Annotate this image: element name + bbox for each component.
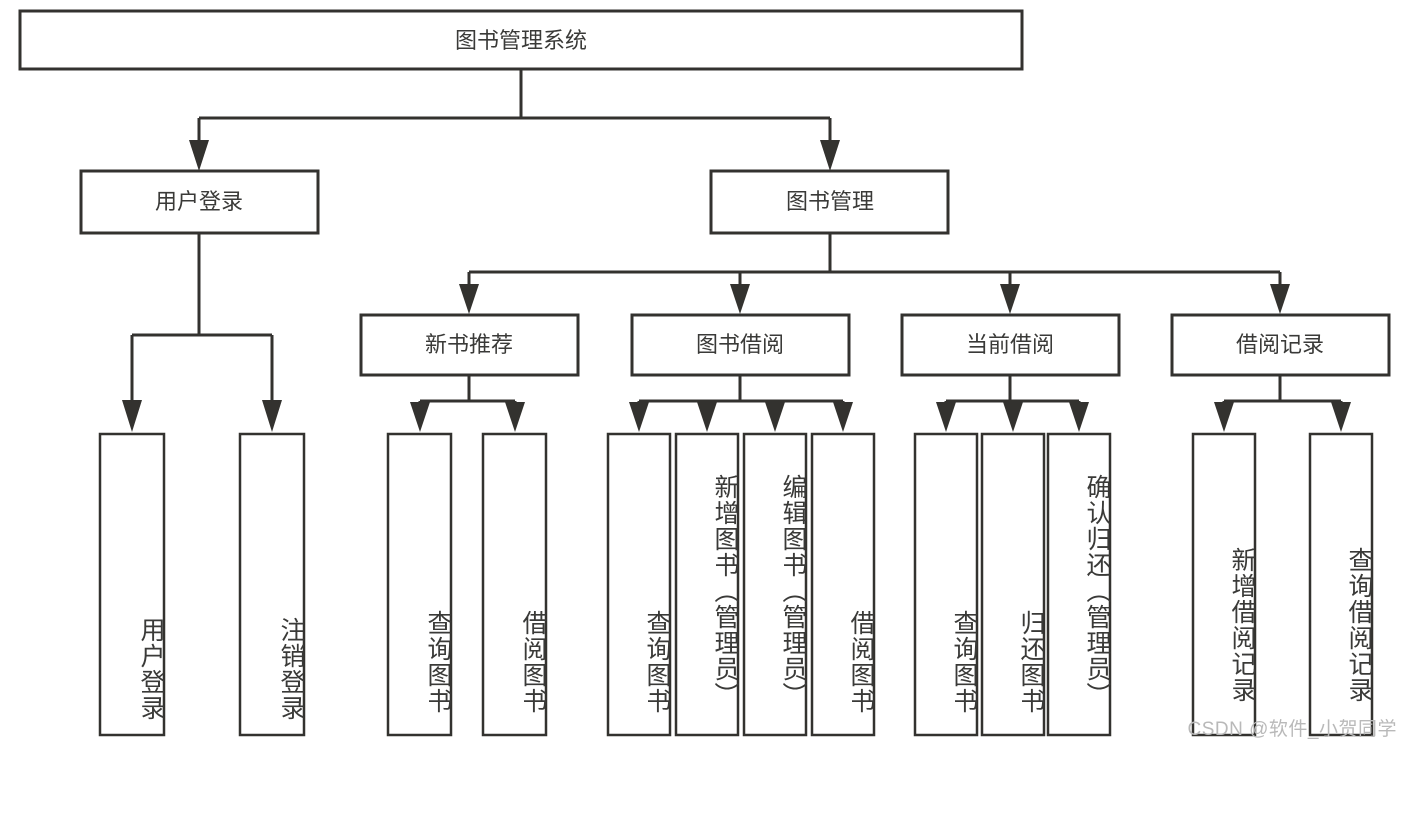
- arrow-head-current-borrow: [1000, 284, 1020, 314]
- node-root-label: 图书管理系统: [455, 28, 587, 53]
- node-root[interactable]: 图书管理系统: [18, 9, 1024, 71]
- connector-group-borrow-record: [1214, 375, 1351, 432]
- node-borrow-record-label: 借阅记录: [1236, 332, 1324, 357]
- node-leaf-query-book-1-box[interactable]: [386, 432, 453, 737]
- node-root-box[interactable]: [18, 9, 1024, 71]
- arrow-head-user-login: [189, 140, 209, 171]
- node-leaf-borrow-book-2-box[interactable]: [810, 432, 876, 737]
- arrow-head-leaf-query-book-2: [629, 402, 649, 432]
- arrow-head-leaf-query-book-3: [936, 402, 956, 432]
- node-leaf-edit-book-box[interactable]: [742, 432, 808, 737]
- node-leaf-query-record-box[interactable]: [1308, 432, 1374, 737]
- node-book-borrow[interactable]: 图书借阅: [630, 313, 851, 377]
- node-leaf-query-book-3-box[interactable]: [913, 432, 979, 737]
- arrow-head-leaf-add-record: [1214, 402, 1234, 432]
- node-current-borrow-box[interactable]: [900, 313, 1121, 377]
- arrow-head-leaf-edit-book: [765, 402, 785, 432]
- flowchart-canvas: 图书管理系统 用户登录 图书管理 新书推荐 图书借阅 当前借阅 借阅记录: [18, 9, 1397, 740]
- connector-group-current-borrow: [936, 375, 1089, 432]
- node-new-book-recommend-label: 新书推荐: [425, 332, 513, 357]
- node-leaf-return-book-box[interactable]: [980, 432, 1046, 737]
- arrow-head-borrow-record: [1270, 284, 1290, 314]
- node-leaf-add-record-box[interactable]: [1191, 432, 1257, 737]
- arrow-head-leaf-query-book-1: [410, 402, 430, 432]
- arrow-head-new-book-recommend: [459, 284, 479, 314]
- arrow-head-leaf-return-book: [1003, 402, 1023, 432]
- connector-group-book-borrow: [629, 375, 853, 432]
- arrow-head-leaf-query-record: [1331, 402, 1351, 432]
- arrow-head-leaf-confirm-return: [1069, 402, 1089, 432]
- arrow-head-book-borrow: [730, 284, 750, 314]
- node-user-login-box[interactable]: [79, 169, 320, 235]
- leaf-boxes: [98, 432, 1374, 737]
- node-user-login[interactable]: 用户登录: [79, 169, 320, 235]
- arrow-head-book-manage: [820, 140, 840, 171]
- node-current-borrow-label: 当前借阅: [966, 332, 1054, 357]
- arrow-head-leaf-add-book: [697, 402, 717, 432]
- node-book-manage[interactable]: 图书管理: [709, 169, 950, 235]
- node-new-book-recommend[interactable]: 新书推荐: [359, 313, 580, 377]
- arrow-head-leaf-user-login: [122, 400, 142, 432]
- arrow-head-leaf-logout: [262, 400, 282, 432]
- node-book-manage-box[interactable]: [709, 169, 950, 235]
- node-borrow-record-box[interactable]: [1170, 313, 1391, 377]
- node-leaf-logout-box[interactable]: [238, 432, 306, 737]
- node-book-borrow-label: 图书借阅: [696, 332, 784, 357]
- node-borrow-record[interactable]: 借阅记录: [1170, 313, 1391, 377]
- connector-group-user-login: [122, 233, 282, 432]
- node-new-book-recommend-box[interactable]: [359, 313, 580, 377]
- csdn-watermark: CSDN @软件_小贺同学: [1187, 719, 1397, 740]
- arrow-head-leaf-borrow-book-2: [833, 402, 853, 432]
- node-leaf-user-login-box[interactable]: [98, 432, 166, 737]
- connector-group-root: [189, 69, 840, 171]
- node-book-borrow-box[interactable]: [630, 313, 851, 377]
- node-leaf-borrow-book-1-box[interactable]: [481, 432, 548, 737]
- node-leaf-confirm-return-box[interactable]: [1046, 432, 1112, 737]
- node-user-login-label: 用户登录: [155, 189, 243, 214]
- arrow-head-leaf-borrow-book-1: [505, 402, 525, 432]
- node-leaf-add-book-box[interactable]: [674, 432, 740, 737]
- connector-group-new-book-recommend: [410, 375, 525, 432]
- flowchart-svg: 图书管理系统 用户登录 图书管理 新书推荐 图书借阅 当前借阅 借阅记录: [18, 9, 1391, 737]
- node-leaf-query-book-2-box[interactable]: [606, 432, 672, 737]
- node-current-borrow[interactable]: 当前借阅: [900, 313, 1121, 377]
- connector-group-book-manage: [459, 233, 1290, 314]
- node-book-manage-label: 图书管理: [786, 189, 874, 214]
